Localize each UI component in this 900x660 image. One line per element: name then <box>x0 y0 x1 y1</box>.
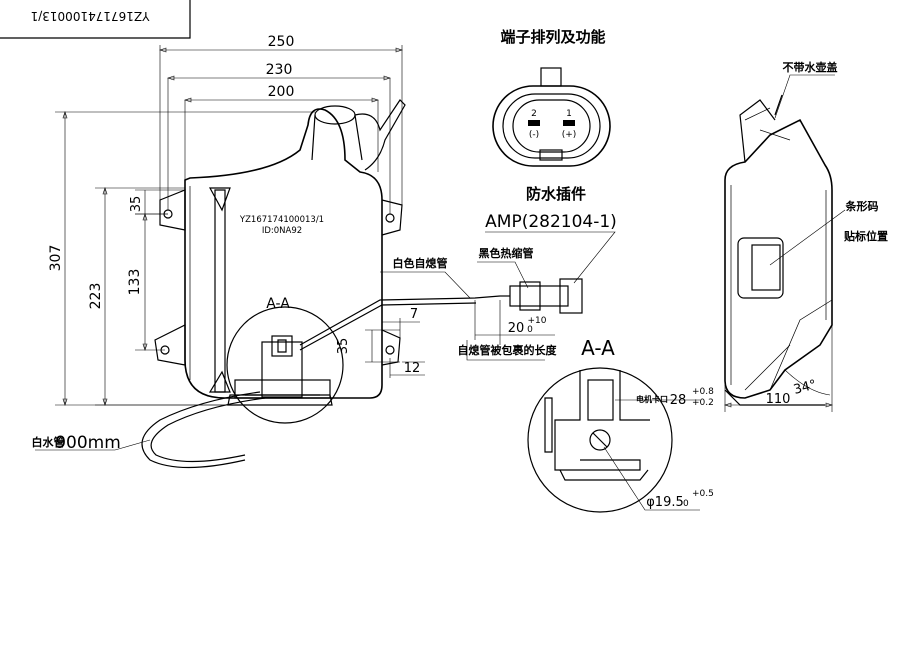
section-aa-small: A-A <box>266 296 290 312</box>
connector-title: 防水插件 <box>526 185 586 203</box>
label-hose-length: 900mm <box>55 433 121 453</box>
hose-callout: 白水管 900mm <box>32 433 151 453</box>
connector-side: 20 +10 0 白色自熄管 黑色热缩管 自熄管被包裹的长度 防水插件 AMP(… <box>380 185 617 361</box>
part-label-line1: YZ167174100013/1 <box>239 215 324 225</box>
part-label-line2: ID:0NA92 <box>262 226 302 236</box>
dim-7: 7 <box>410 307 418 322</box>
dim-phi-tol-upper: +0.5 <box>692 489 714 499</box>
dim-phi-tol-lower: 0 <box>683 499 689 509</box>
dim-phi: φ19.5 <box>646 495 684 510</box>
label-motor-clip: 电机卡口 <box>636 394 668 404</box>
dim-200: 200 <box>268 84 295 100</box>
terminal-title: 端子排列及功能 <box>500 28 605 46</box>
label-wrap-length: 自熄管被包裹的长度 <box>458 343 558 357</box>
dim-133: 133 <box>127 269 143 296</box>
angle-34: 34° <box>792 377 818 397</box>
label-barcode-1: 条形码 <box>845 199 879 213</box>
dim-110: 110 <box>766 392 791 407</box>
connector-part: AMP(282104-1) <box>485 212 617 232</box>
dim-223: 223 <box>88 283 104 310</box>
dim-28-tol-upper: +0.8 <box>692 387 714 397</box>
section-aa-large: A-A <box>581 336 615 360</box>
pin-plus-label: (+) <box>562 130 577 140</box>
label-black-shrink: 黑色热缩管 <box>479 246 534 260</box>
dim-28-tol-lower: +0.2 <box>692 398 714 408</box>
label-no-cap: 不带水壶盖 <box>783 60 838 74</box>
dim-12: 12 <box>404 361 421 376</box>
title-block: YZ167174100013/1 <box>0 0 191 39</box>
dim-20-tol-upper: +10 <box>528 316 547 326</box>
dim-35-bottom: 35 <box>336 338 351 355</box>
front-view: YZ167174100013/1 ID:0NA92 A-A <box>141 99 501 469</box>
dim-28: 28 <box>670 393 687 408</box>
pin-2-label: 2 <box>531 109 537 119</box>
drawing-number: YZ167174100013/1 <box>31 9 151 23</box>
section-aa-detail: A-A 电机卡口 28 +0.8 +0.2 φ19.5 +0.5 0 <box>527 336 714 513</box>
pin-1-label: 1 <box>566 109 572 119</box>
dim-35-top: 35 <box>129 196 144 213</box>
pin-minus-label: (-) <box>529 130 539 140</box>
front-dimensions: 250 230 200 307 223 35 133 35 7 12 <box>48 34 425 406</box>
pin-1-contact <box>563 120 575 126</box>
dim-250: 250 <box>268 34 295 50</box>
dim-20-tol-lower: 0 <box>527 325 533 335</box>
label-white-tube: 白色自熄管 <box>393 256 448 270</box>
label-white-hose: 白水管 <box>32 435 65 449</box>
terminal-face: 端子排列及功能 2 1 (-) (+) <box>492 28 611 167</box>
side-view: 不带水壶盖 条形码 贴标位置 110 34° <box>724 60 888 412</box>
dim-230: 230 <box>266 62 293 78</box>
pin-2-contact <box>528 120 540 126</box>
dim-20: 20 <box>508 321 525 336</box>
label-barcode-2: 贴标位置 <box>843 229 888 243</box>
dim-307: 307 <box>48 245 64 272</box>
